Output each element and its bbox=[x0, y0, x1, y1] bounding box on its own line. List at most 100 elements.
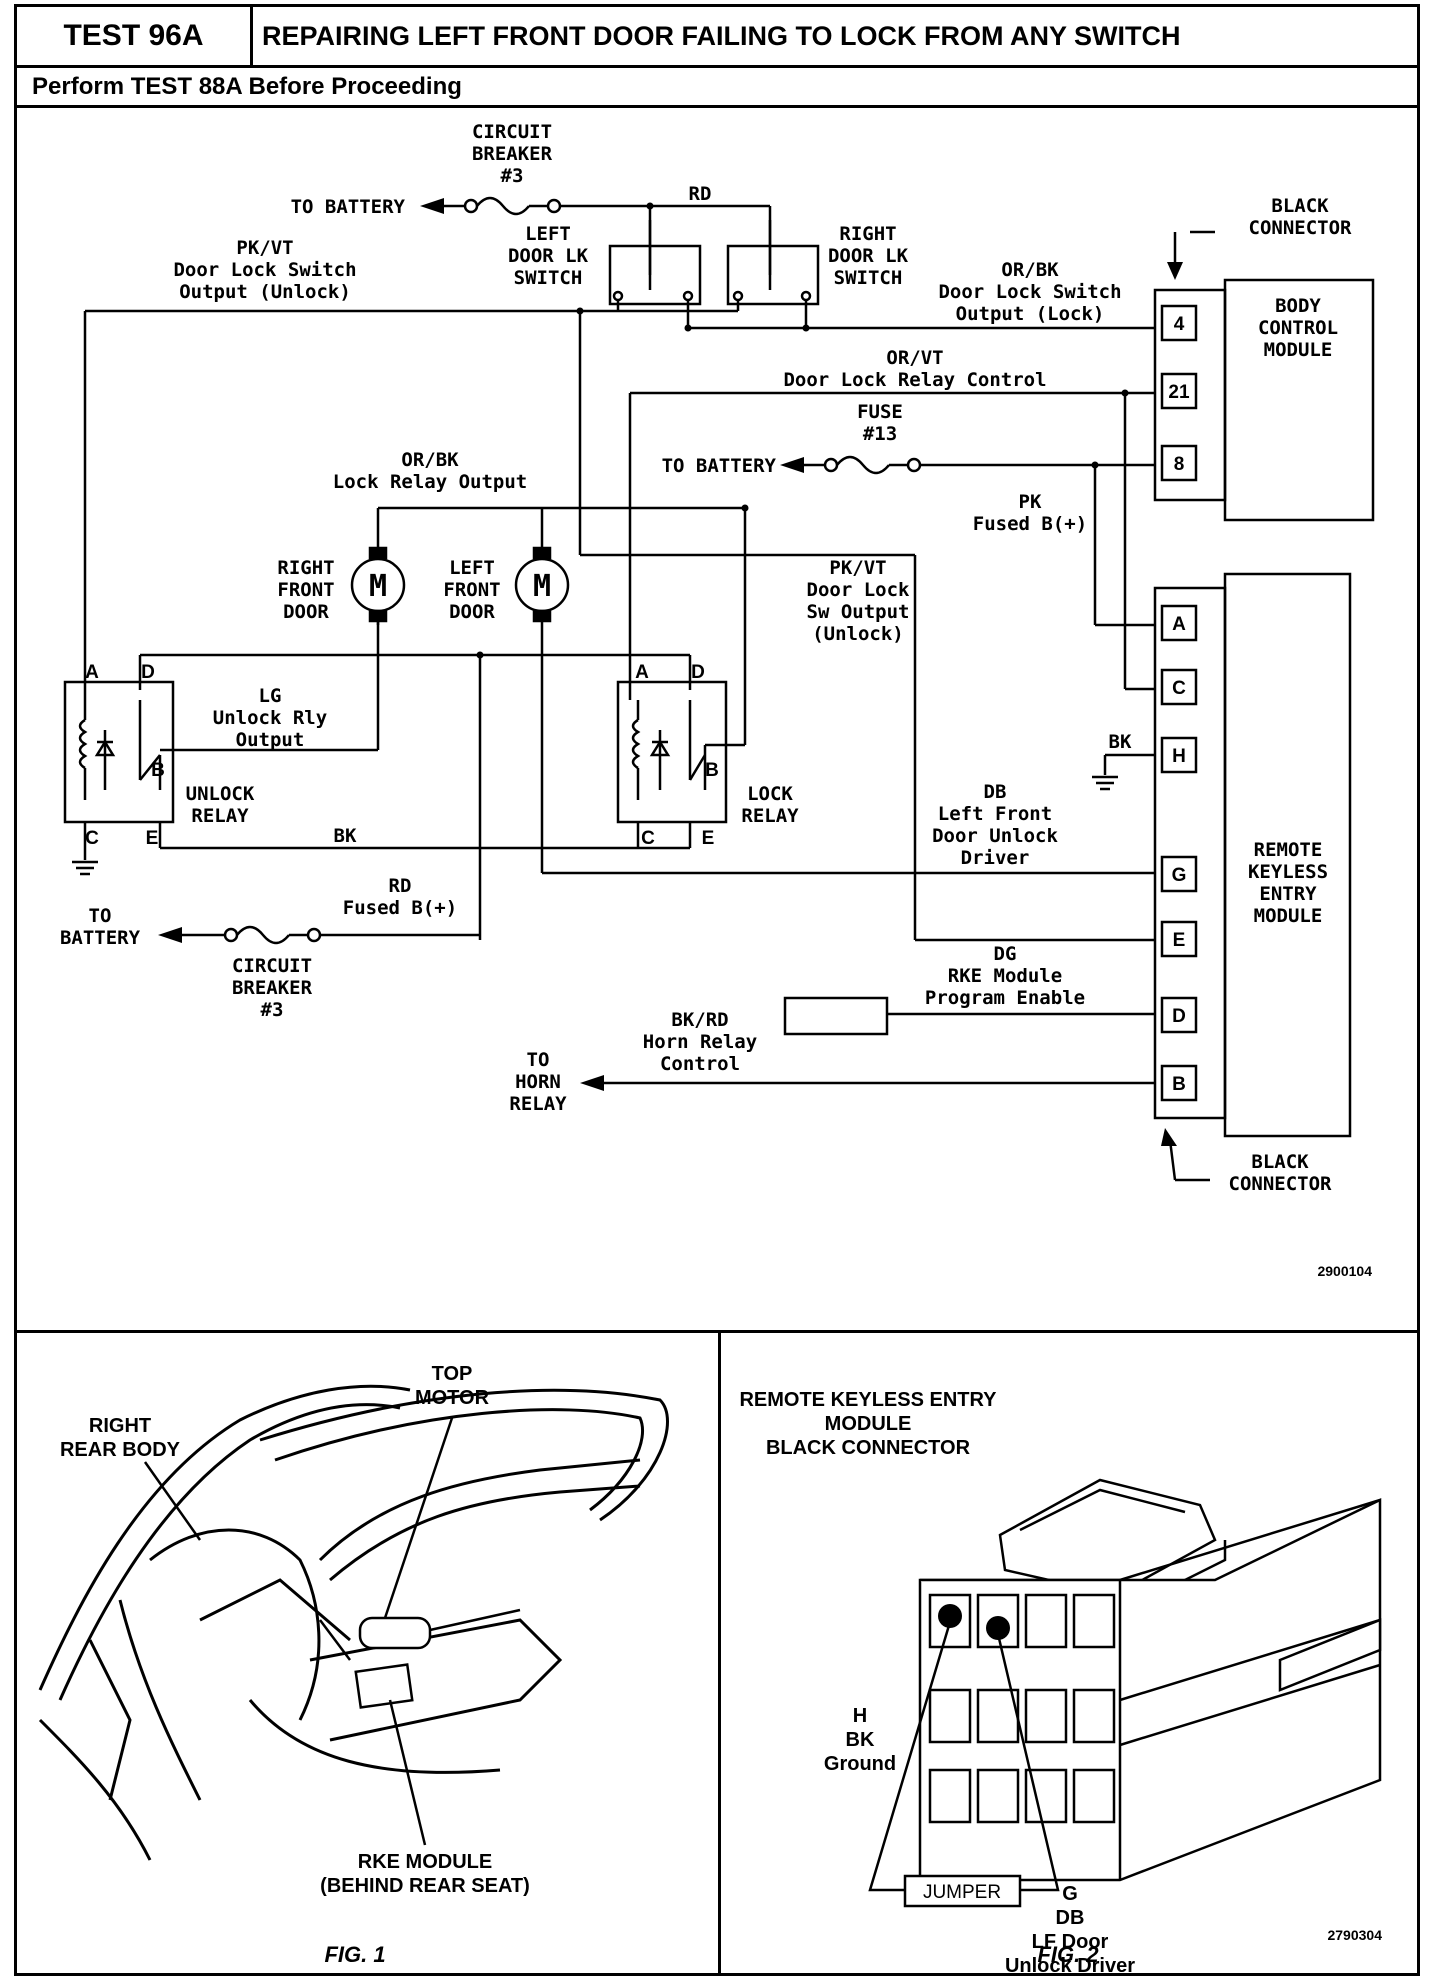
bcm-line1: BODY bbox=[1275, 295, 1321, 317]
black-connector-bottom-line2: CONNECTOR bbox=[1229, 1173, 1333, 1195]
right-switch-line3: SWITCH bbox=[834, 267, 903, 289]
breaker-top-line2: BREAKER bbox=[472, 143, 553, 165]
lg-line3: Output bbox=[236, 729, 305, 751]
pkvt-mid-line1: PK/VT bbox=[829, 557, 886, 579]
lock-term-a: A bbox=[635, 662, 649, 683]
breaker-top-line1: CIRCUIT bbox=[472, 121, 552, 143]
lock-term-d: D bbox=[691, 662, 705, 683]
rd-label: RD bbox=[689, 183, 712, 205]
bcm-pin-21: 21 bbox=[1168, 382, 1190, 403]
to-battery-bottom-line2: BATTERY bbox=[60, 927, 141, 949]
lock-relay-line2: RELAY bbox=[741, 805, 799, 827]
unlock-relay-line2: RELAY bbox=[191, 805, 249, 827]
rke-line4: MODULE bbox=[1254, 905, 1323, 927]
lock-term-b: B bbox=[705, 760, 719, 781]
rke-pin-g: G bbox=[1172, 865, 1187, 886]
orbk-relay-line2: Lock Relay Output bbox=[333, 471, 527, 493]
right-switch-line1: RIGHT bbox=[839, 223, 896, 245]
unlock-relay-line1: UNLOCK bbox=[186, 783, 255, 805]
orbk-lock-line1: OR/BK bbox=[1001, 259, 1059, 281]
unlock-term-e: E bbox=[146, 828, 159, 849]
left-front-door-line1: LEFT bbox=[449, 557, 495, 579]
breaker-bottom-line1: CIRCUIT bbox=[232, 955, 312, 977]
pkvt-mid-line3: Sw Output bbox=[807, 601, 910, 623]
dg-line1: DG bbox=[994, 943, 1017, 965]
breaker-bottom-line2: BREAKER bbox=[232, 977, 313, 999]
schematic-wires bbox=[63, 196, 1375, 1182]
bkrd-line3: Control bbox=[660, 1053, 740, 1075]
lg-line1: LG bbox=[259, 685, 282, 707]
to-battery-bottom-line1: TO bbox=[89, 905, 112, 927]
prerequisite-note: Perform TEST 88A Before Proceeding bbox=[14, 68, 1420, 108]
left-switch-line3: SWITCH bbox=[514, 267, 583, 289]
left-switch-line2: DOOR LK bbox=[508, 245, 589, 267]
right-front-door-line1: RIGHT bbox=[277, 557, 334, 579]
rke-pin-a: A bbox=[1172, 614, 1186, 635]
left-front-door-line3: DOOR bbox=[449, 601, 495, 623]
breaker-bottom-line3: #3 bbox=[261, 999, 284, 1021]
bcm-pin-8: 8 bbox=[1174, 454, 1185, 475]
bkrd-line2: Horn Relay bbox=[643, 1031, 757, 1053]
right-front-door-line2: FRONT bbox=[277, 579, 334, 601]
test-id: TEST 96A bbox=[17, 7, 253, 65]
page-frame bbox=[14, 4, 1420, 1976]
db-line2: Left Front bbox=[938, 803, 1052, 825]
diagram-number: 2900104 bbox=[1317, 1263, 1372, 1279]
pkvt-mid-line2: Door Lock bbox=[807, 579, 911, 601]
unlock-term-a: A bbox=[85, 662, 99, 683]
pkvt-top-line3: Output (Unlock) bbox=[179, 281, 351, 303]
lg-line2: Unlock Rly bbox=[213, 707, 327, 729]
pk-fused-line1: PK bbox=[1019, 491, 1042, 513]
bcm-line2: CONTROL bbox=[1258, 317, 1338, 339]
unlock-term-c: C bbox=[85, 828, 99, 849]
lock-term-e: E bbox=[702, 828, 715, 849]
right-front-door-line3: DOOR bbox=[283, 601, 329, 623]
right-switch-line2: DOOR LK bbox=[828, 245, 909, 267]
db-line3: Door Unlock bbox=[932, 825, 1058, 847]
pkvt-top-line1: PK/VT bbox=[236, 237, 293, 259]
bk-ground-label: BK bbox=[1109, 731, 1132, 753]
bkrd-line1: BK/RD bbox=[671, 1009, 728, 1031]
orbk-relay-line1: OR/BK bbox=[401, 449, 459, 471]
unlock-term-b: B bbox=[151, 760, 165, 781]
dg-line3: Program Enable bbox=[925, 987, 1085, 1009]
pkvt-top-line2: Door Lock Switch bbox=[173, 259, 356, 281]
db-line1: DB bbox=[984, 781, 1007, 803]
black-connector-bottom-line1: BLACK bbox=[1251, 1151, 1309, 1173]
left-motor-glyph: M bbox=[533, 569, 551, 604]
rke-line1: REMOTE bbox=[1254, 839, 1323, 861]
wiring-schematic: CIRCUIT BREAKER #3 RD LEFT DOOR LK SWITC… bbox=[60, 121, 1375, 1279]
header-bar bbox=[14, 4, 1420, 68]
bcm-line3: MODULE bbox=[1264, 339, 1333, 361]
pkvt-mid-line4: (Unlock) bbox=[812, 623, 904, 645]
rke-pin-c: C bbox=[1172, 678, 1186, 699]
schematic-arrowheads bbox=[158, 198, 1183, 1146]
fuse13-line1: FUSE bbox=[857, 401, 903, 423]
test-title: REPAIRING LEFT FRONT DOOR FAILING TO LOC… bbox=[262, 20, 1181, 51]
dg-line2: RKE Module bbox=[948, 965, 1062, 987]
orvt-line2: Door Lock Relay Control bbox=[783, 369, 1046, 391]
orbk-lock-line3: Output (Lock) bbox=[956, 303, 1105, 325]
rke-pin-e: E bbox=[1173, 930, 1186, 951]
black-connector-top-line1: BLACK bbox=[1271, 195, 1329, 217]
black-connector-top-line2: CONNECTOR bbox=[1249, 217, 1353, 239]
bk-common-label: BK bbox=[334, 825, 357, 847]
rke-line3: ENTRY bbox=[1259, 883, 1317, 905]
fuse13-line2: #13 bbox=[863, 423, 897, 445]
figure-divider bbox=[718, 1330, 721, 1976]
pk-fused-line2: Fused B(+) bbox=[973, 513, 1087, 535]
lock-relay-line1: LOCK bbox=[747, 783, 793, 805]
rke-pin-b: B bbox=[1172, 1074, 1186, 1095]
figure-separator bbox=[14, 1330, 1420, 1333]
rd-fused-line2: Fused B(+) bbox=[343, 897, 457, 919]
rke-line2: KEYLESS bbox=[1248, 861, 1328, 883]
bcm-pin-4: 4 bbox=[1174, 314, 1185, 335]
unlock-term-d: D bbox=[141, 662, 155, 683]
to-battery-mid: TO BATTERY bbox=[662, 455, 777, 477]
lock-term-c: C bbox=[641, 828, 655, 849]
to-horn-line2: HORN bbox=[515, 1071, 561, 1093]
rd-fused-line1: RD bbox=[389, 875, 412, 897]
left-switch-line1: LEFT bbox=[525, 223, 571, 245]
orbk-lock-line2: Door Lock Switch bbox=[938, 281, 1121, 303]
right-motor-glyph: M bbox=[369, 569, 387, 604]
